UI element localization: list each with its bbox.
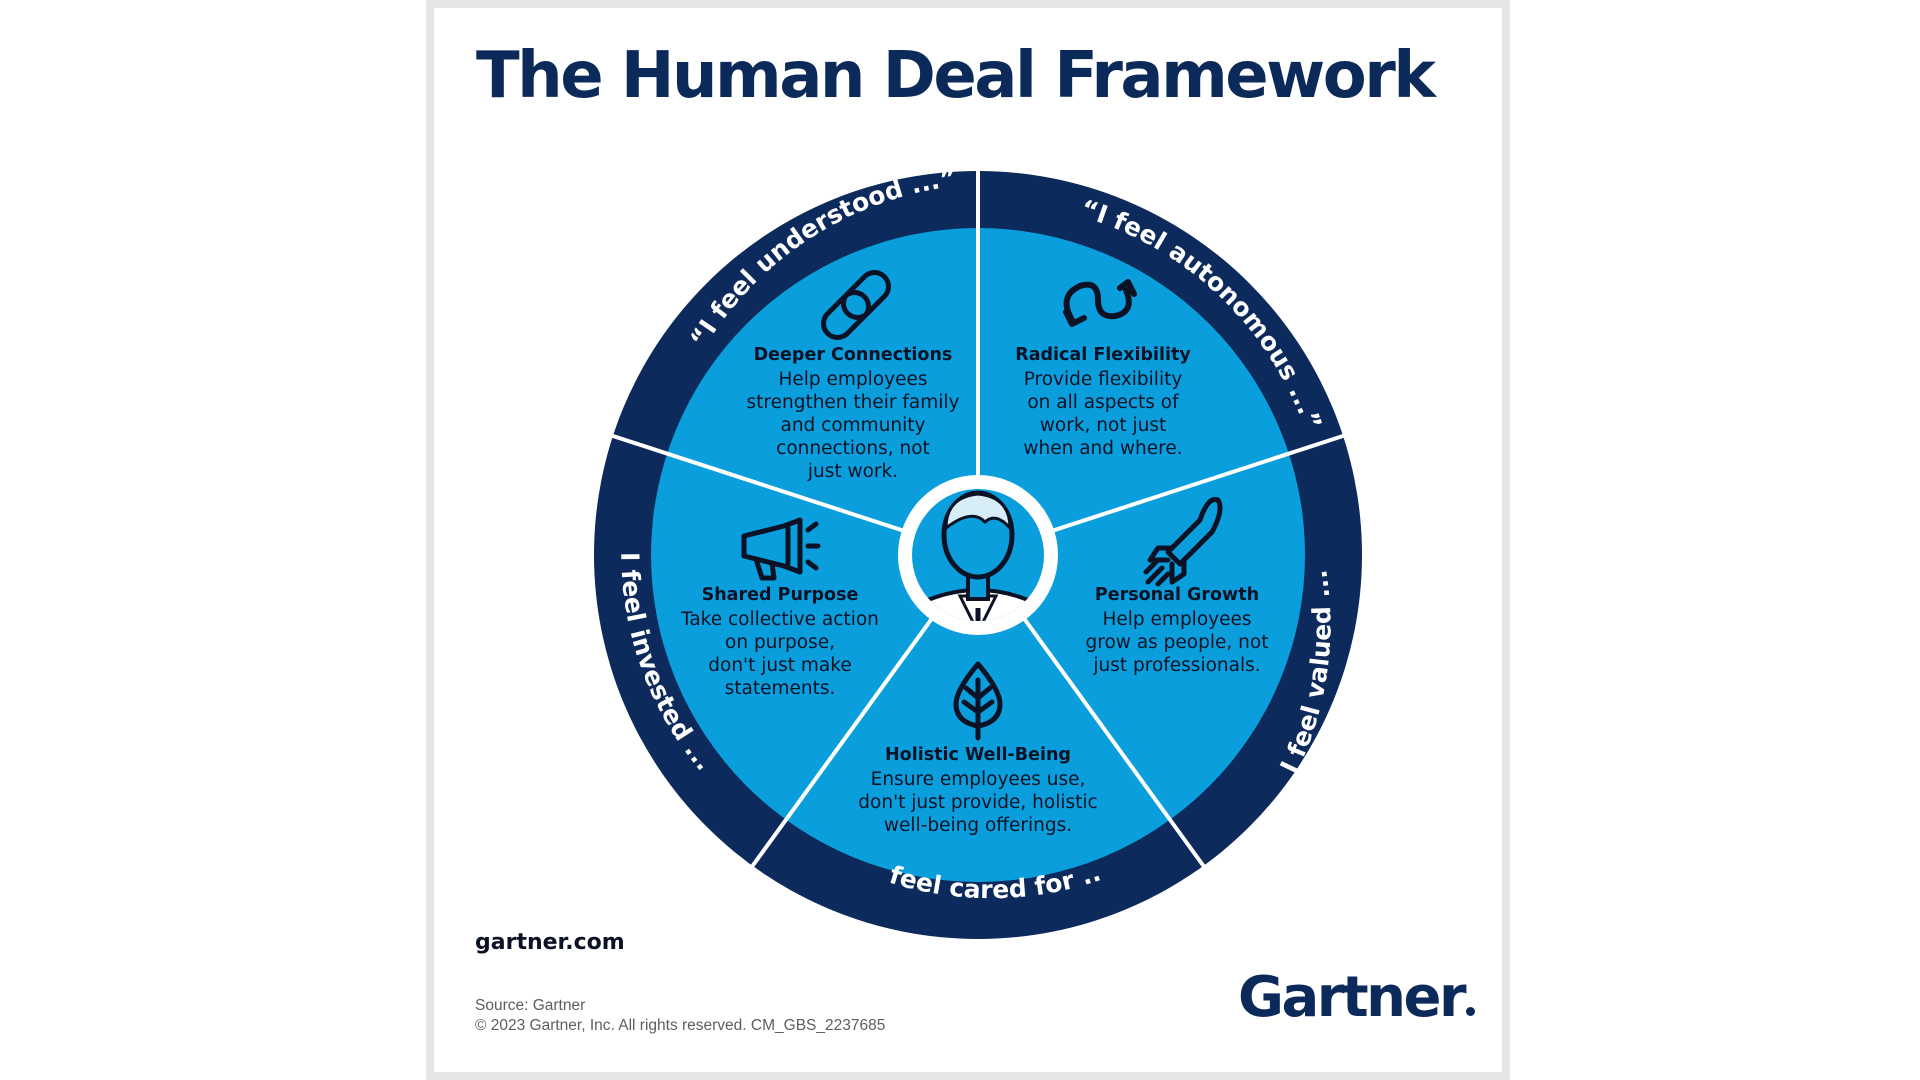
pillar-description-line: grow as people, not [1086,632,1269,653]
pillar-title: Deeper Connections [754,345,953,365]
pillar-description-line: don't just make [708,655,851,676]
pillar-description-line: Help employees [1102,609,1251,630]
pillar-description-line: just work. [807,461,898,482]
pillar-title: Personal Growth [1095,585,1259,605]
pillar-title: Holistic Well-Being [885,745,1071,765]
pillar-holistic-well-being: Holistic Well-Being Ensure employees use… [858,745,1097,836]
pillar-description-line: just professionals. [1092,655,1260,676]
employee-avatar-icon [912,489,1044,621]
gartner-logo: Gartner [1238,970,1476,1026]
flexible-arrows-icon [1063,279,1137,327]
pillar-personal-growth: Personal Growth Help employees grow as p… [1086,585,1269,676]
pillar-description-line: on all aspects of [1027,392,1179,413]
logo-wordmark: Gartner [1238,965,1467,1030]
pillar-title: Shared Purpose [702,585,859,605]
pillar-description-line: Help employees [778,369,927,390]
pillar-description-line: strengthen their family [747,392,960,413]
site-url[interactable]: gartner.com [475,930,625,955]
pillar-description-line: statements. [725,678,836,699]
pillar-radical-flexibility: Radical Flexibility Provide flexibility … [1015,345,1191,459]
pillar-title: Radical Flexibility [1015,345,1191,365]
pillar-description-line: Ensure employees use, [871,769,1086,790]
pillar-description-line: Provide flexibility [1024,369,1183,390]
pillar-description-line: connections, not [776,438,930,459]
page-title: The Human Deal Framework [476,39,1436,113]
pillar-description-line: and community [780,415,925,436]
chain-link-icon [821,270,891,340]
pillar-description-line: on purpose, [725,632,835,653]
source-note: Source: Gartner [475,997,586,1014]
pillar-description-line: don't just provide, holistic [858,792,1097,813]
pillar-description-line: Take collective action [680,609,879,630]
megaphone-icon [741,517,821,581]
pillar-description-line: well-being offerings. [884,815,1072,836]
pillar-deeper-connections: Deeper Connections Help employees streng… [747,345,960,482]
pillar-shared-purpose: Shared Purpose Take collective action on… [680,585,879,699]
pillar-description-line: when and where. [1023,438,1182,459]
pillar-description-line: work, not just [1040,415,1166,436]
rocket-icon [1143,496,1223,587]
copyright-note: © 2023 Gartner, Inc. All rights reserved… [475,1017,886,1034]
leaf-icon [953,661,1003,741]
logo-dot [1466,1007,1476,1016]
